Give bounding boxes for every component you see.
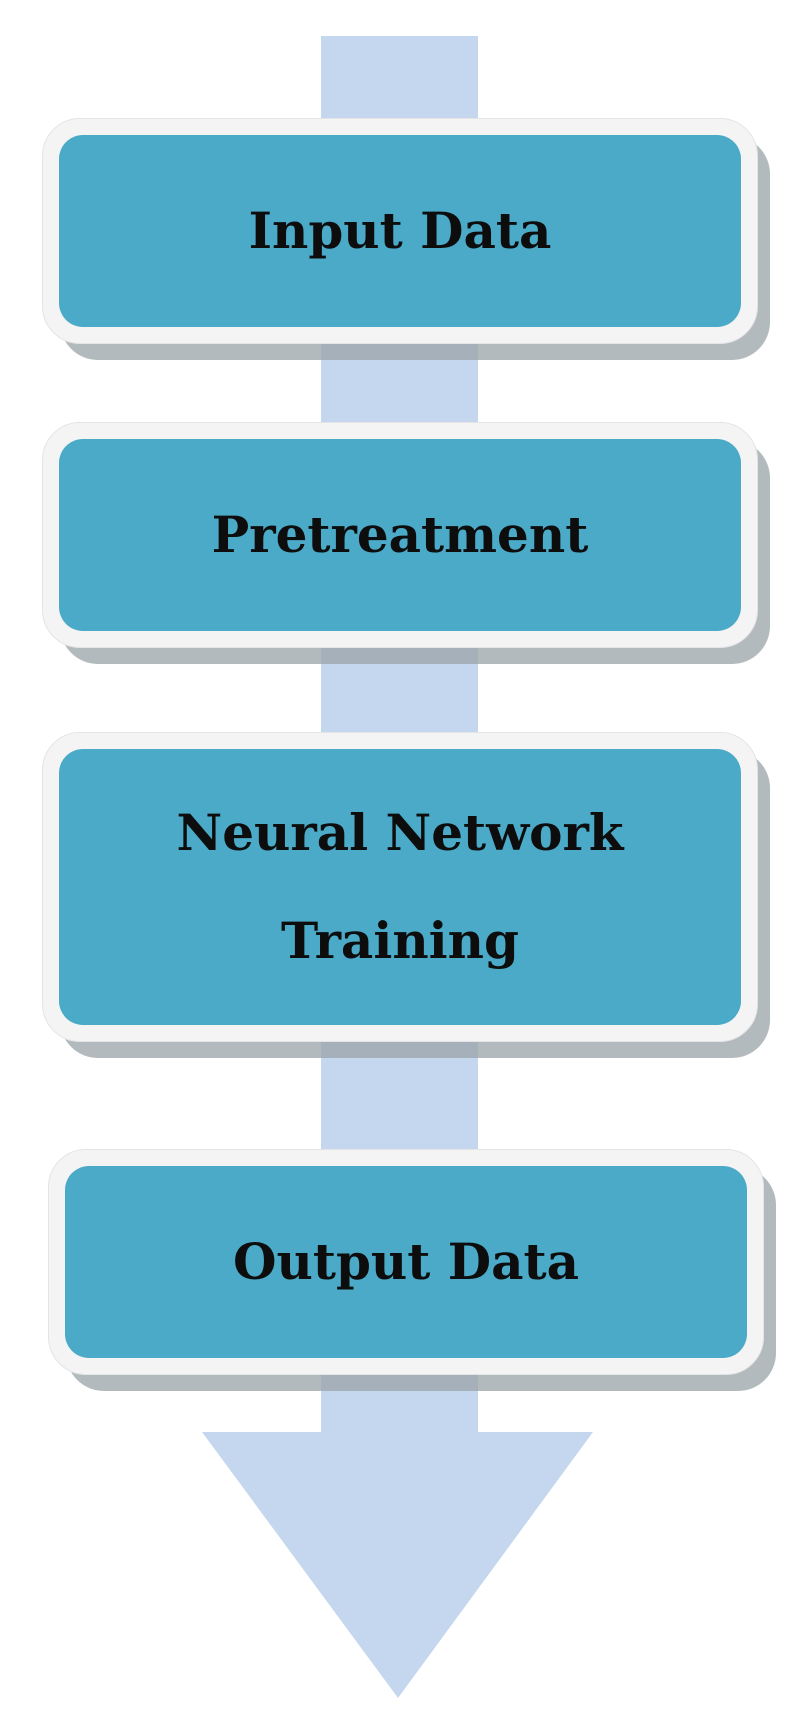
step-box: Output Data bbox=[65, 1166, 747, 1358]
arrow-head bbox=[202, 1432, 593, 1698]
step-label-input-data: Input Data bbox=[248, 201, 552, 260]
step-label-pretreatment: Pretreatment bbox=[211, 505, 589, 564]
step-box: Pretreatment bbox=[59, 439, 741, 631]
step-box: Input Data bbox=[59, 135, 741, 327]
step-pretreatment: Pretreatment bbox=[42, 422, 770, 664]
step-label-output-data: Output Data bbox=[232, 1232, 580, 1291]
step-neural-network-training: Neural Network Training bbox=[42, 732, 770, 1058]
step-box: Neural Network Training bbox=[59, 749, 741, 1025]
step-output-data: Output Data bbox=[48, 1149, 776, 1391]
step-label-neural-network-training: Neural Network Training bbox=[176, 803, 624, 970]
step-input-data: Input Data bbox=[42, 118, 770, 360]
